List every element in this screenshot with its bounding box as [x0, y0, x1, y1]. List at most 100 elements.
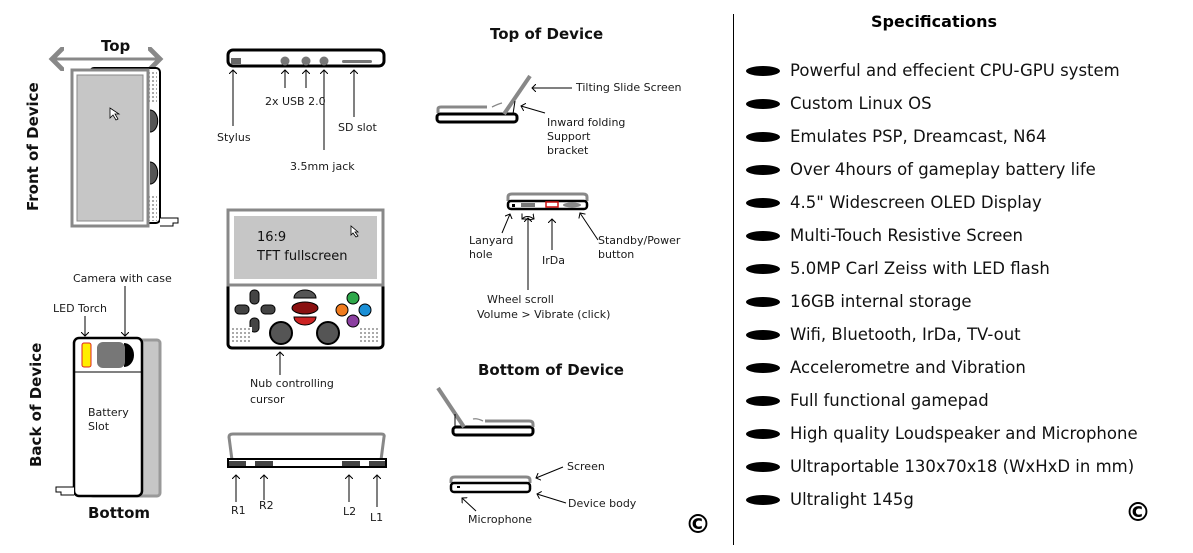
wheel-label-line1: Wheel scroll — [487, 293, 554, 306]
top-of-device-title: Top of Device — [490, 25, 604, 43]
support-bracket — [512, 100, 516, 115]
dpad-right — [260, 304, 276, 315]
top-of-device-view — [435, 74, 572, 124]
device-body-label: Device body — [568, 497, 637, 510]
bullet-icon — [746, 494, 780, 505]
spec-item: Custom Linux OS — [746, 87, 1186, 120]
face-button-top — [346, 291, 360, 305]
spec-item: Multi-Touch Resistive Screen — [746, 219, 1186, 252]
speaker-left — [232, 327, 252, 344]
wheel-label-line2: Volume > Vibrate (click) — [477, 308, 611, 321]
battery-label-line2: Slot — [88, 420, 110, 433]
nub-label-line1: Nub controlling — [250, 377, 334, 390]
front-view — [52, 59, 179, 228]
l1-label: L1 — [370, 511, 384, 524]
copyright-icon-right: © — [1125, 498, 1151, 528]
bracket-label-line2: Support — [547, 130, 591, 143]
bottom-of-device-view — [436, 386, 535, 437]
bracket-label-line1: Inward folding — [547, 116, 626, 129]
face-button-right — [358, 303, 372, 317]
front-top-label: Top — [101, 37, 131, 55]
battery-label-line1: Battery — [88, 406, 129, 419]
bullet-icon — [746, 197, 780, 208]
r2-button — [255, 461, 273, 466]
bullet-icon — [746, 362, 780, 373]
tilting-screen-label: Tilting Slide Screen — [576, 81, 682, 94]
camera-case — [124, 343, 134, 367]
bullet-icon — [746, 98, 780, 109]
usb-port-1 — [280, 56, 290, 66]
landscape-screen — [234, 216, 377, 279]
lanyard-label-line2: hole — [469, 248, 493, 261]
spec-item: 16GB internal storage — [746, 285, 1186, 318]
power-label-line1: Standby/Power — [598, 234, 681, 247]
sd-label: SD slot — [338, 121, 377, 134]
microphone-hole — [457, 486, 460, 488]
lanyard-label-line1: Lanyard — [469, 234, 514, 247]
spec-item: Full functional gamepad — [746, 384, 1186, 417]
stylus-slot — [231, 58, 241, 64]
dpad-down — [249, 317, 260, 333]
bottom-tilted-screen — [436, 386, 466, 429]
sd-card-slot — [342, 60, 372, 63]
usb-label: 2x USB 2.0 — [265, 95, 326, 108]
spec-item: 5.0MP Carl Zeiss with LED flash — [746, 252, 1186, 285]
usb-port-2 — [301, 56, 311, 66]
spec-item: Powerful and effecient CPU-GPU system — [746, 54, 1186, 87]
nub-label-line2: cursor — [250, 393, 285, 406]
cursor-icon — [109, 107, 121, 121]
landscape-view — [226, 208, 385, 375]
front-of-device-label: Front of Device — [24, 82, 42, 211]
r1-label: R1 — [231, 504, 246, 517]
spec-item: Accelerometre and Vibration — [746, 351, 1186, 384]
bullet-icon — [746, 131, 780, 142]
power-button — [563, 202, 581, 208]
spec-item: High quality Loudspeaker and Microphone — [746, 417, 1186, 450]
side-edge-view — [501, 192, 599, 290]
dpad-up — [249, 289, 260, 305]
l1-button — [369, 461, 385, 466]
screen-text-line2: TFT fullscreen — [257, 249, 348, 264]
power-label-line2: button — [598, 248, 635, 261]
stylus-label: Stylus — [217, 131, 251, 144]
center-bottom-button — [293, 316, 317, 326]
bullet-icon — [746, 230, 780, 241]
stylus-tab — [160, 217, 179, 227]
l2-button — [342, 461, 360, 466]
back-bottom-label: Bottom — [88, 504, 151, 522]
back-stylus-tab — [55, 486, 74, 496]
microphone-label: Microphone — [468, 513, 533, 526]
screen-cursor-icon — [350, 225, 360, 238]
back-of-device-label: Back of Device — [27, 342, 45, 467]
bullet-icon — [746, 428, 780, 439]
center-middle-button — [291, 301, 319, 315]
bullet-icon — [746, 164, 780, 175]
audio-jack — [319, 56, 329, 66]
specifications-title: Specifications — [871, 12, 997, 31]
copyright-icon-left: © — [685, 510, 711, 540]
bullet-icon — [746, 395, 780, 406]
bottom-edge-view — [449, 466, 567, 512]
spec-item: Ultraportable 130x70x18 (WxHxD in mm) — [746, 450, 1186, 483]
specifications-list: Powerful and effecient CPU-GPU system Cu… — [746, 54, 1186, 516]
spec-item: Wifi, Bluetooth, IrDa, TV-out — [746, 318, 1186, 351]
speaker-right — [358, 327, 378, 344]
face-button-bottom — [346, 314, 360, 328]
led-torch-label: LED Torch — [53, 302, 107, 315]
side-button-1 — [149, 109, 159, 133]
shoulder-view — [227, 432, 387, 507]
spec-item: Over 4hours of gameplay battery life — [746, 153, 1186, 186]
side-button-2 — [149, 161, 159, 185]
spec-item: 4.5" Widescreen OLED Display — [746, 186, 1186, 219]
front-screen — [76, 74, 144, 222]
bottom-of-device-title: Bottom of Device — [478, 361, 624, 379]
lanyard-hole — [512, 204, 515, 207]
r2-label: R2 — [259, 499, 274, 512]
face-button-left — [335, 303, 349, 317]
section-divider — [733, 14, 734, 545]
spec-item: Ultralight 145g — [746, 483, 1186, 516]
bullet-icon — [746, 296, 780, 307]
screen-text-line1: 16:9 — [257, 230, 287, 245]
tilted-screen — [502, 74, 532, 116]
